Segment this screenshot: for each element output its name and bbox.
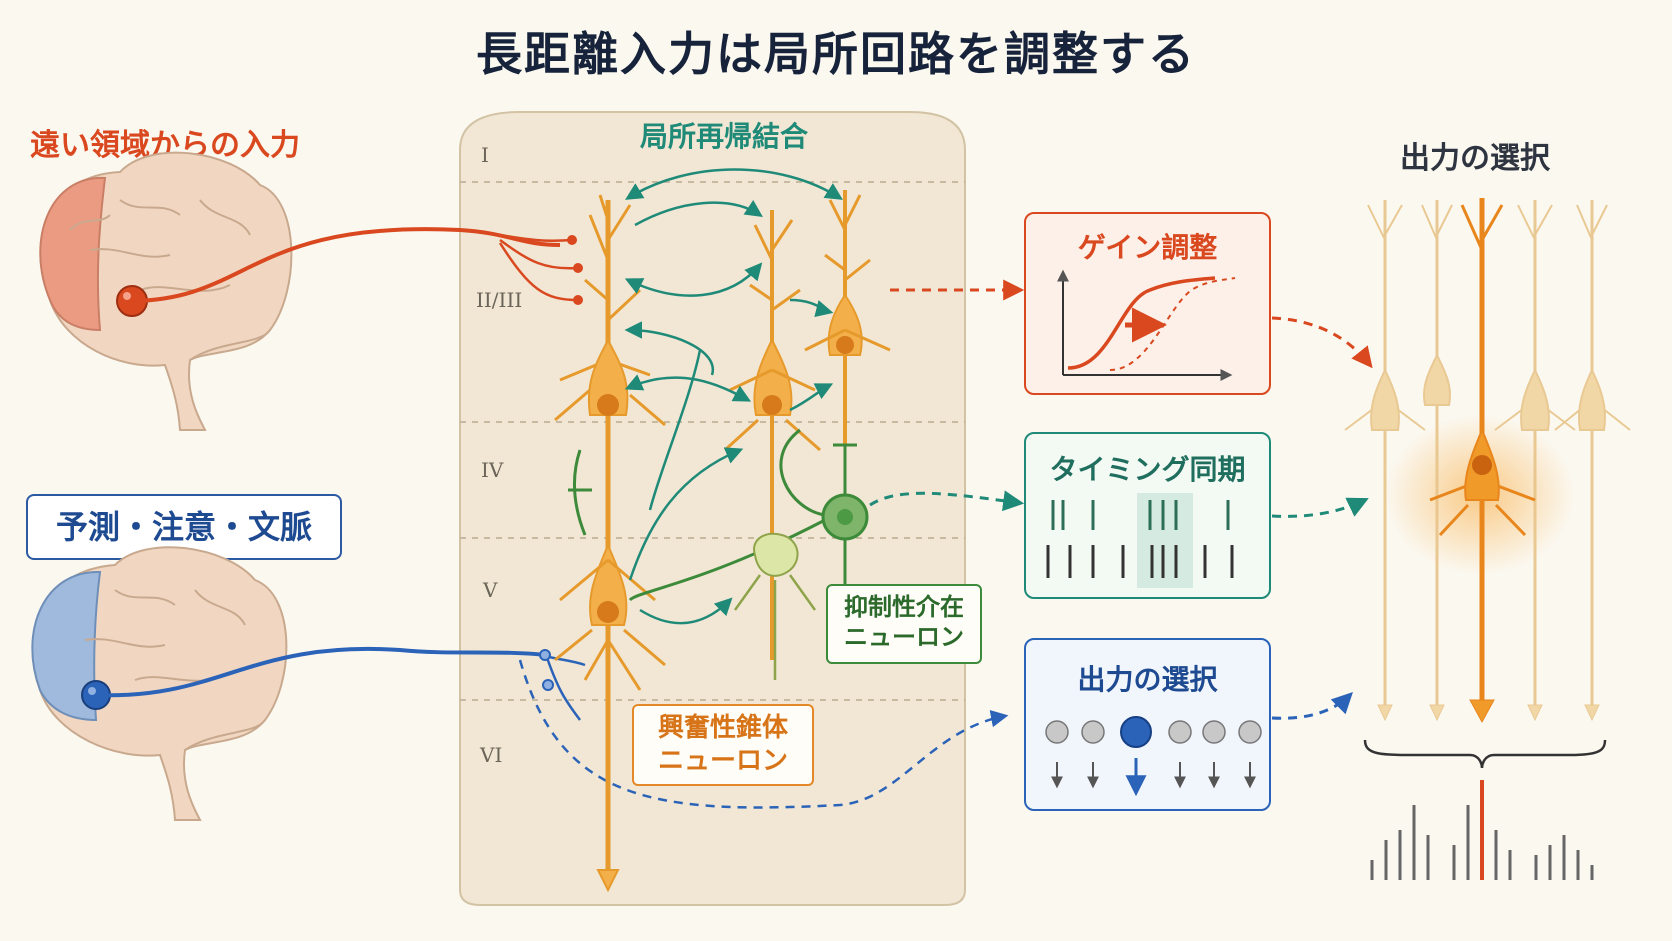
recurrent-connections [624, 168, 843, 625]
pyramidal-neuron-right [804, 190, 891, 445]
excitatory-neuron-label: 興奮性錐体 ニューロン [632, 704, 814, 786]
timing-title: タイミング同期 [1049, 453, 1246, 486]
inhibitory-neuron [568, 428, 869, 680]
layer-label-1: I [481, 143, 489, 167]
layer-label-6: VI [480, 743, 503, 767]
pyramidal-neuron-middle [723, 210, 821, 660]
selection-box: 出力の選択 [1024, 638, 1271, 811]
gain-box: ゲイン調整 [1024, 212, 1271, 395]
brain-bottom-icon [31, 546, 288, 821]
gain-title: ゲイン調整 [1077, 231, 1218, 264]
layer-label-5: V [483, 578, 498, 602]
output-selection-title: 出力の選択 [1400, 141, 1550, 176]
column-title: 局所再帰結合 [640, 120, 809, 153]
diagram-title: 長距離入力は局所回路を調整する [476, 27, 1196, 81]
selection-title: 出力の選択 [1077, 663, 1218, 696]
inhibitory-neuron-label: 抑制性介在 ニューロン [826, 584, 982, 664]
pyramidal-neuron-main [554, 194, 666, 893]
brain-top-icon [39, 151, 293, 431]
layer-label-2-3: II/III [476, 288, 523, 312]
timing-box: タイミング同期 [1024, 432, 1271, 599]
output-neuron-population [1344, 198, 1631, 880]
layer-label-4: IV [481, 458, 504, 482]
